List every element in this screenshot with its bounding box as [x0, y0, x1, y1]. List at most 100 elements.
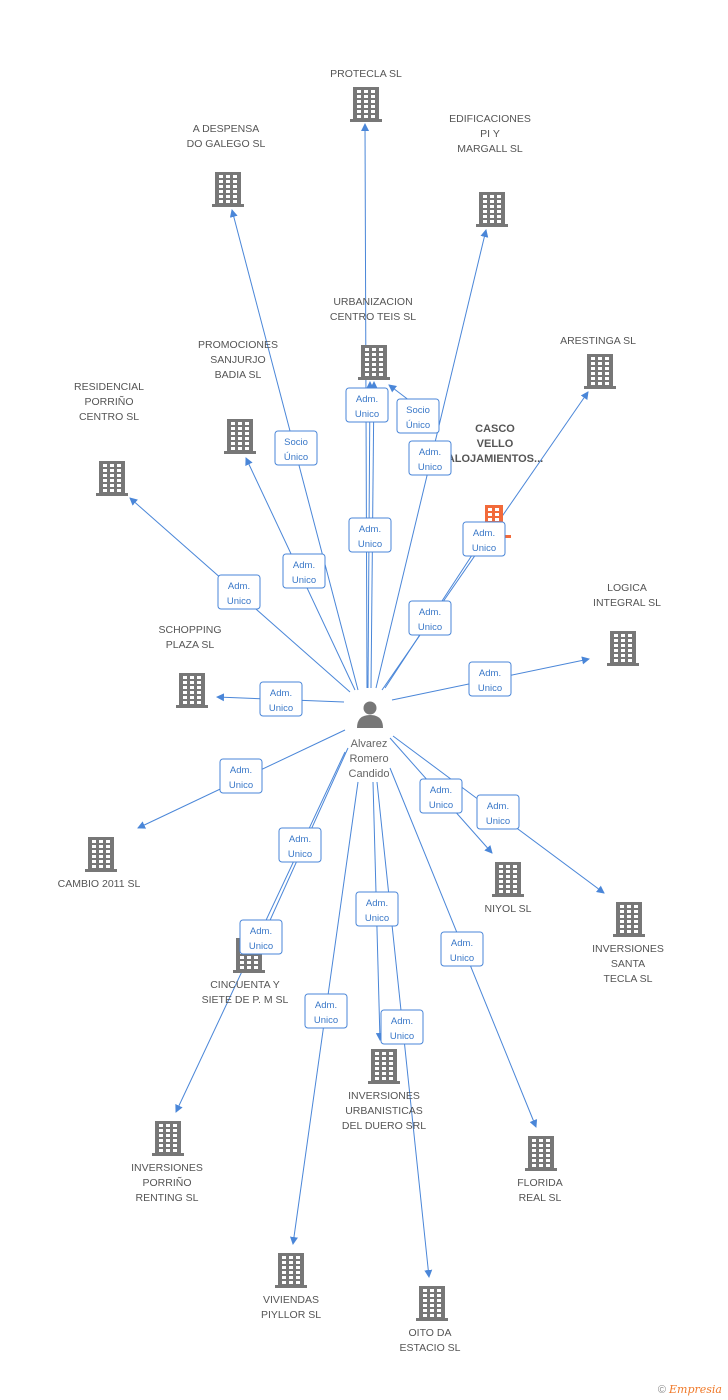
edge-label-e-florida[interactable]: Adm. Unico — [440, 931, 484, 967]
edge-label-box[interactable] — [419, 778, 463, 814]
edge-label-text: Adm. — [451, 938, 473, 949]
edge-label-text: Adm. — [359, 524, 381, 535]
edge-label-e-oito[interactable]: Adm.Unico — [380, 1009, 424, 1045]
focus-company-label-line: ALOJAMIENTOS... — [447, 453, 543, 465]
edge-label-text: Unico — [418, 622, 442, 633]
company-label-residencial-line: RESIDENCIAL — [74, 381, 144, 393]
edge-label-e-logica[interactable]: Adm.Unico — [468, 661, 512, 697]
edge-label-e-residencial[interactable]: Adm.Unico — [217, 574, 261, 610]
edge-label-box[interactable] — [282, 553, 326, 589]
edge-label-text: Único — [284, 452, 308, 463]
building-icon[interactable] — [525, 1136, 557, 1171]
edge-label-box[interactable] — [304, 993, 348, 1029]
edge-label-text: Unico — [314, 1015, 338, 1026]
building-icon[interactable] — [476, 192, 508, 227]
building-icon[interactable] — [613, 902, 645, 937]
edge-label-box[interactable] — [468, 661, 512, 697]
edge-label-text: Unico — [486, 816, 510, 827]
company-label-promociones-line: BADIA SL — [215, 369, 262, 381]
edge-label-e-piyllor[interactable]: Adm.Unico — [304, 993, 348, 1029]
building-icon[interactable] — [152, 1121, 184, 1156]
edge-label-e-cincuenta[interactable]: Adm.Unico — [278, 827, 322, 863]
edge-label-box[interactable] — [380, 1009, 424, 1045]
edge-label-e-duero[interactable]: Adm.Unico — [355, 891, 399, 927]
building-icon[interactable] — [224, 419, 256, 454]
edge-label-e-santa[interactable]: Adm. Unico — [476, 794, 520, 830]
building-icon[interactable] — [212, 172, 244, 207]
edge-label-e-edificaciones[interactable]: Adm.Unico — [408, 440, 452, 476]
company-label-promociones-line: SANJURJO — [210, 354, 265, 366]
edge-label-text: Adm. — [230, 765, 252, 776]
edge-label-box[interactable] — [396, 398, 440, 434]
edge-label-box[interactable] — [440, 931, 484, 967]
edge-label-e-promociones[interactable]: Adm.Unico — [282, 553, 326, 589]
company-label-duero-line: DEL DUERO SRL — [342, 1120, 426, 1132]
building-icon[interactable] — [96, 461, 128, 496]
company-label-edificaciones-line: PI Y — [480, 128, 500, 140]
edge-label-text: Adm. — [487, 801, 509, 812]
edge-label-text: Unico — [450, 953, 474, 964]
building-icon[interactable] — [275, 1253, 307, 1288]
edge-label-e-protecla[interactable]: Adm.Unico — [348, 517, 392, 553]
building-icon[interactable] — [350, 87, 382, 122]
edge-label-text: Adm. — [228, 581, 250, 592]
building-icon[interactable] — [176, 673, 208, 708]
edge-label-box[interactable] — [219, 758, 263, 794]
company-label-edificaciones-line: EDIFICACIONES — [449, 113, 531, 125]
company-label-protecla-line: PROTECLA SL — [330, 68, 402, 80]
edge-label-e-schopping[interactable]: Adm. Unico — [259, 681, 303, 717]
company-label-duero-line: INVERSIONES — [348, 1090, 420, 1102]
person-label-line: Romero — [349, 753, 388, 765]
edge-label-text: Adm. — [473, 528, 495, 539]
edge-label-box[interactable] — [348, 517, 392, 553]
edge-label-text: Unico — [390, 1031, 414, 1042]
edge-label-box[interactable] — [355, 891, 399, 927]
building-icon[interactable] — [416, 1286, 448, 1321]
company-label-florida-line: FLORIDA — [517, 1177, 563, 1189]
edge-label-box[interactable] — [476, 794, 520, 830]
edge-label-box[interactable] — [408, 440, 452, 476]
edge-label-box[interactable] — [462, 521, 506, 557]
edge-label-e-casco[interactable]: Adm. Unico — [408, 600, 452, 636]
edge-label-box[interactable] — [408, 600, 452, 636]
company-label-schopping-line: SCHOPPING — [158, 624, 221, 636]
company-label-cincuenta-line: SIETE DE P. M SL — [202, 994, 289, 1006]
brand-logo[interactable]: Empresia — [669, 1383, 722, 1396]
building-icon[interactable] — [85, 837, 117, 872]
focus-company-label-line: CASCO — [475, 423, 515, 435]
edge-label-text: Unico — [365, 913, 389, 924]
company-label-renting-line: PORRIÑO — [142, 1176, 191, 1189]
building-icon[interactable] — [584, 354, 616, 389]
edge-label-e-renting[interactable]: Adm.Unico — [239, 919, 283, 955]
edge-label-text: Adm. — [419, 607, 441, 618]
person-icon[interactable] — [357, 701, 383, 729]
edge-label-box[interactable] — [259, 681, 303, 717]
edge-label-e-urban-adm[interactable]: Adm. Unico — [345, 387, 389, 423]
edge-label-e-cambio[interactable]: Adm.Unico — [219, 758, 263, 794]
edge-label-text: Adm. — [270, 688, 292, 699]
edge-label-text: Adm. — [430, 785, 452, 796]
company-label-protecla: PROTECLA SL — [330, 68, 402, 80]
edge-label-box[interactable] — [278, 827, 322, 863]
building-icon[interactable] — [607, 631, 639, 666]
edge-label-text: Unico — [269, 703, 293, 714]
edge-label-e-niyol[interactable]: Adm.Unico — [419, 778, 463, 814]
edge-label-e-arestinga[interactable]: Adm.Unico — [462, 521, 506, 557]
edge-label-box[interactable] — [274, 430, 318, 466]
edge-label-text: Unico — [355, 409, 379, 420]
edge-label-box[interactable] — [239, 919, 283, 955]
company-label-niyol-line: NIYOL SL — [485, 903, 532, 915]
company-label-renting-line: INVERSIONES — [131, 1162, 203, 1174]
edge-label-box[interactable] — [217, 574, 261, 610]
edge-label-box[interactable] — [345, 387, 389, 423]
building-icon[interactable] — [358, 345, 390, 380]
building-icon[interactable] — [368, 1049, 400, 1084]
edge-label-text: Adm. — [356, 394, 378, 405]
building-icon[interactable] — [492, 862, 524, 897]
